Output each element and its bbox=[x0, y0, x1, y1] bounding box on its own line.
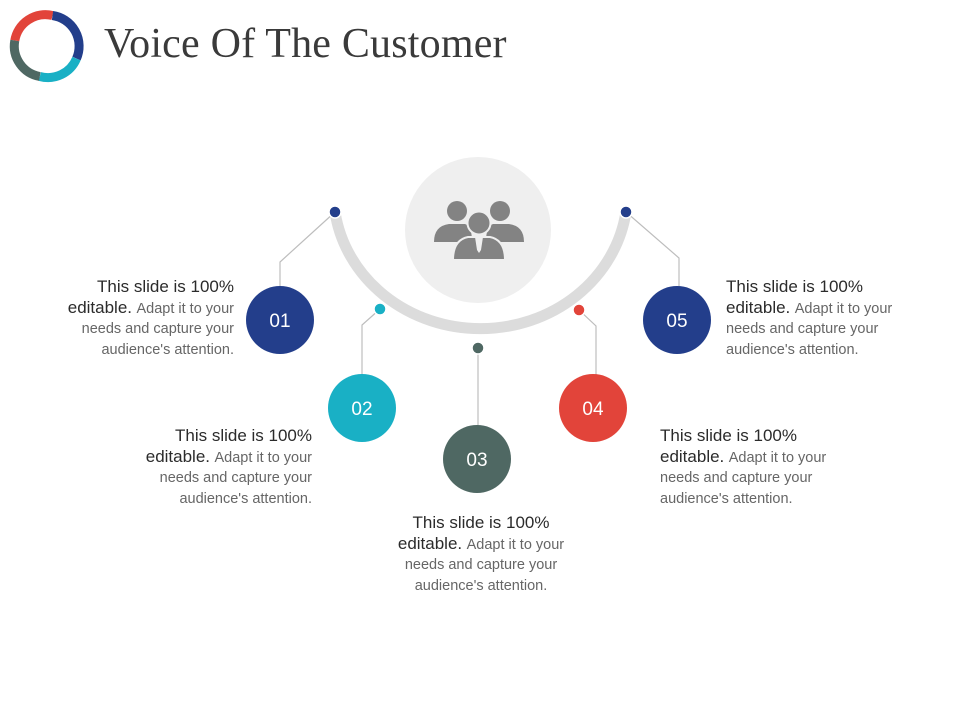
arc-dot-04 bbox=[572, 303, 586, 317]
text-block-04: This slide is 100% editable. Adapt it to… bbox=[660, 426, 860, 509]
text-block-body: Adapt it to your needs and capture your … bbox=[159, 449, 312, 507]
logo-ring-red-segment bbox=[10, 10, 54, 42]
semicircle-arc bbox=[329, 206, 632, 335]
connector-line-01 bbox=[279, 211, 336, 288]
step-circle-02: 02 bbox=[328, 374, 396, 442]
text-block-lead: This slide is 100% editable. bbox=[660, 426, 798, 466]
text-block-lead: This slide is 100% editable. bbox=[145, 426, 312, 466]
text-block-body: Adapt it to your needs and capture your … bbox=[726, 300, 893, 358]
step-circle-03: 03 bbox=[443, 425, 511, 493]
step-number-01: 01 bbox=[269, 311, 290, 332]
text-block-03: This slide is 100% editable. Adapt it to… bbox=[381, 513, 581, 596]
connector-lines bbox=[279, 211, 680, 426]
text-block-body: Adapt it to your needs and capture your … bbox=[404, 536, 565, 594]
text-block-lead: This slide is 100% editable. bbox=[397, 513, 550, 553]
step-circle-05: 05 bbox=[643, 286, 711, 354]
connector-line-02 bbox=[361, 308, 381, 376]
step-circle-04: 04 bbox=[559, 374, 627, 442]
text-block-lead: This slide is 100% editable. bbox=[726, 277, 864, 317]
text-block-lead: This slide is 100% editable. bbox=[67, 277, 234, 317]
text-block-01: This slide is 100% editable. Adapt it to… bbox=[34, 277, 234, 360]
connector-line-04 bbox=[578, 309, 597, 376]
text-block-body: Adapt it to your needs and capture your … bbox=[81, 300, 234, 358]
connector-line-05 bbox=[625, 211, 680, 288]
step-number-02: 02 bbox=[351, 399, 372, 420]
logo-ring-slate-segment bbox=[9, 39, 41, 81]
step-number-04: 04 bbox=[582, 399, 604, 420]
arc-dot-03 bbox=[471, 341, 485, 355]
arc-dot-02 bbox=[373, 302, 387, 316]
page-title: Voice Of The Customer bbox=[104, 21, 507, 67]
logo-ring-icon bbox=[9, 10, 84, 83]
group-people-icon bbox=[434, 201, 524, 261]
text-block-02: This slide is 100% editable. Adapt it to… bbox=[112, 426, 312, 509]
step-circle-01: 01 bbox=[246, 286, 314, 354]
arc-dot-05 bbox=[619, 205, 633, 219]
step-number-03: 03 bbox=[466, 450, 487, 471]
arc-dot-01 bbox=[328, 205, 342, 219]
text-block-body: Adapt it to your needs and capture your … bbox=[660, 449, 827, 507]
logo-ring-navy-segment bbox=[51, 11, 84, 61]
text-block-05: This slide is 100% editable. Adapt it to… bbox=[726, 277, 926, 360]
logo-ring-teal-segment bbox=[38, 56, 81, 83]
step-number-05: 05 bbox=[666, 311, 687, 332]
